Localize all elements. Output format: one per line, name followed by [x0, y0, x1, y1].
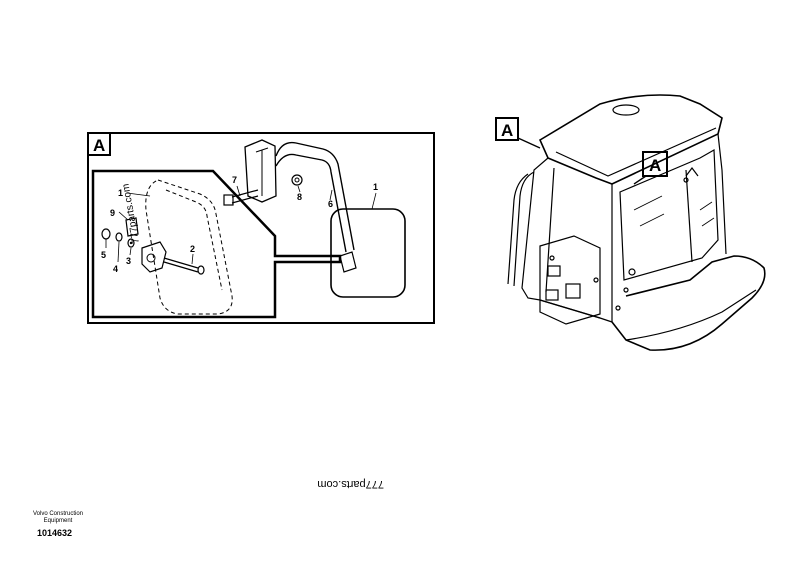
detail-label-box	[87, 132, 111, 156]
callout-4: 4	[113, 264, 118, 274]
cab-rear-panel	[539, 167, 601, 319]
overview-label-box	[495, 117, 519, 141]
roof-dome	[612, 104, 640, 116]
callout-8: 8	[297, 192, 302, 202]
company-line-2: Equipment	[43, 518, 73, 524]
handrail	[507, 171, 535, 287]
callout-2: 2	[190, 244, 195, 254]
spacer-9	[125, 217, 139, 237]
callout-6: 6	[328, 199, 333, 209]
callout-1-bracket: 1	[118, 188, 123, 198]
bolt-7-head	[223, 194, 234, 206]
company-line-1: Volvo Construction	[32, 511, 84, 517]
bolt-7	[231, 189, 259, 204]
callout-9: 9	[110, 208, 115, 218]
detail-view	[87, 132, 435, 324]
detail-section-label: A	[93, 136, 105, 155]
nut-5	[101, 228, 111, 240]
mirror-label-box	[642, 151, 668, 177]
detail-leaders	[105, 185, 377, 265]
engine-hood	[611, 255, 766, 351]
callout-3: 3	[126, 256, 131, 266]
callout-7: 7	[232, 175, 237, 185]
cab-mirror	[685, 167, 699, 177]
overview-section-label: A	[501, 121, 513, 140]
cab-roof	[538, 94, 723, 185]
front-window	[619, 148, 719, 281]
rear-panel-box	[539, 235, 601, 325]
hinge-bolt-head	[146, 253, 156, 263]
washer-8	[291, 174, 303, 186]
washer-3	[127, 238, 135, 248]
mirror-joint	[339, 251, 357, 273]
watermark-upside-down: 777parts.com	[317, 478, 384, 490]
callout-1-mirror: 1	[373, 182, 378, 192]
cab-front-edge	[611, 133, 727, 322]
hinge-bracket	[141, 241, 167, 273]
callout-5: 5	[101, 250, 106, 260]
detail-callouts: 1 9 5 4 3 2 7 8 6 1	[101, 175, 378, 274]
detail-frame	[87, 132, 435, 324]
overview-mirror-label: A	[649, 156, 661, 175]
bolt-2-head	[197, 265, 205, 275]
mount-plate-dashed	[145, 179, 233, 315]
washer-4	[115, 232, 123, 242]
mirror-head-1	[330, 208, 406, 298]
mount-plate-dashed-inner	[165, 189, 223, 291]
company-name: Volvo Construction Equipment	[22, 511, 94, 525]
cab-left-side	[521, 157, 613, 323]
cab-overview	[495, 94, 766, 351]
watermark-rotated: 777parts.com	[121, 183, 142, 245]
zoom-inset-frame	[91, 169, 342, 319]
wall-bracket	[244, 139, 277, 203]
document-number: 1014632	[37, 528, 73, 538]
mirror-arm-6	[275, 141, 355, 251]
bolt-2	[163, 257, 199, 273]
